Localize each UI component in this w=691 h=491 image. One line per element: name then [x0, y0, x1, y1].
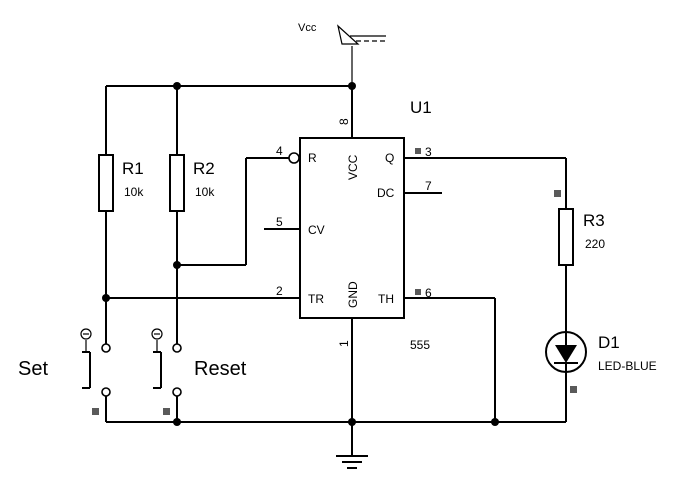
pin-number-3: 3 — [425, 145, 432, 159]
pin-number-5: 5 — [276, 215, 283, 229]
reset-net — [173, 157, 289, 269]
reset-label: Reset — [194, 358, 247, 380]
reset-button-probe — [163, 408, 170, 415]
set-button-probe — [92, 408, 99, 415]
resistor-r3: R3 220 — [558, 208, 605, 334]
pin-label-cv: CV — [308, 223, 325, 237]
led-d1: D1 LED-BLUE — [545, 331, 657, 422]
ic-ref: U1 — [410, 98, 432, 117]
pin-label-vcc: VCC — [346, 154, 360, 180]
pin-label-q: Q — [385, 151, 394, 165]
ic-part: 555 — [410, 338, 430, 352]
vcc-rail — [106, 82, 356, 138]
trigger-net — [102, 294, 300, 302]
vcc-power-symbol: Vcc — [298, 22, 386, 86]
d1-ref: D1 — [598, 333, 620, 352]
r1-ref: R1 — [122, 159, 144, 178]
pin-3-probe — [415, 148, 421, 154]
r3-value: 220 — [585, 237, 605, 251]
r3-ref: R3 — [583, 211, 605, 230]
output-net — [404, 157, 567, 209]
pin-number-7: 7 — [425, 179, 432, 193]
pin-number-8: 8 — [337, 118, 351, 125]
gnd-junction-reset — [173, 418, 181, 426]
pin-label-gnd: GND — [346, 281, 360, 308]
pin-label-tr: TR — [308, 292, 324, 306]
r2-ref: R2 — [193, 159, 215, 178]
pin-label-th: TH — [378, 292, 394, 306]
d1-value: LED-BLUE — [598, 359, 657, 373]
led-probe — [570, 386, 577, 393]
r1-value: 10k — [124, 185, 144, 199]
trigger-junction — [102, 294, 110, 302]
r2-value: 10k — [195, 185, 215, 199]
pin-6-probe — [415, 289, 421, 295]
pin-number-1: 1 — [337, 340, 351, 347]
resistor-r1: R1 10k — [98, 86, 144, 344]
set-button: Set — [18, 328, 111, 422]
pin-label-r: R — [308, 151, 317, 165]
pin-number-4: 4 — [276, 144, 283, 158]
gnd-junction-threshold — [491, 418, 499, 426]
reset-junction — [173, 261, 181, 269]
vcc-label: Vcc — [298, 22, 317, 34]
threshold-net — [404, 297, 496, 422]
pin-4-inversion-bubble — [288, 152, 300, 164]
ic-555: U1 555 R CV TR Q DC TH VCC GND 4 5 2 3 7… — [264, 98, 442, 422]
vcc-junction — [348, 82, 356, 90]
ground-rail — [106, 418, 566, 469]
set-label: Set — [18, 358, 48, 380]
resistor-r2: R2 10k — [169, 86, 215, 344]
reset-button: Reset — [151, 328, 247, 422]
pin-label-dc: DC — [377, 186, 395, 200]
r3-probe — [554, 190, 561, 197]
pin-number-6: 6 — [425, 286, 432, 300]
pin-number-2: 2 — [276, 284, 283, 298]
